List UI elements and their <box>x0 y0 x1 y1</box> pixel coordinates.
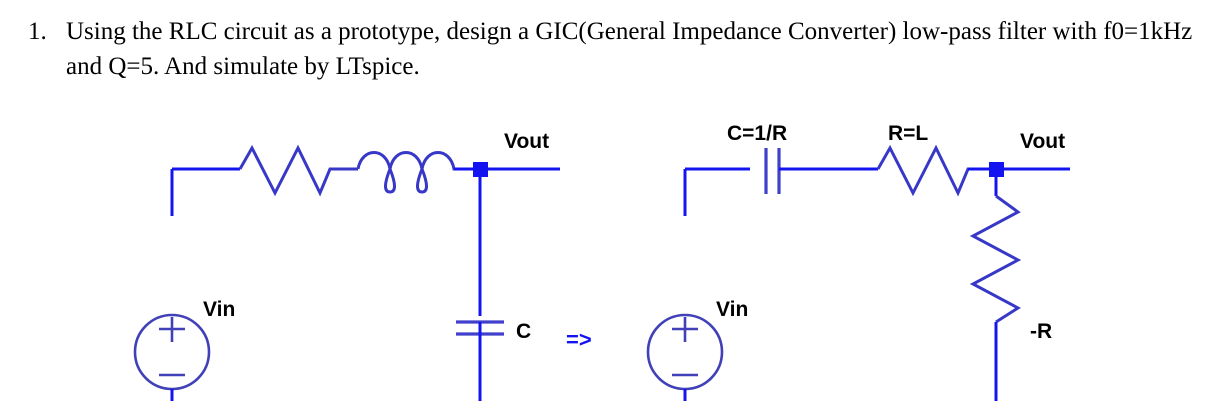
capacitor-C-equals-1-over-R <box>764 148 781 194</box>
problem-text: Using the RLC circuit as a prototype, de… <box>66 18 1193 80</box>
circuit-diagram-area: Vout C Vin <box>0 100 1212 401</box>
voltage-source-vin-right <box>646 313 724 391</box>
label-vout-left: Vout <box>504 130 549 153</box>
transform-arrow: => <box>566 327 592 352</box>
label-resistor-neg-r: -R <box>1030 320 1052 343</box>
label-capacitor-c-1-r: C=1/R <box>727 122 787 145</box>
resistor-R <box>238 144 358 197</box>
label-capacitor-C: C <box>516 320 531 343</box>
label-vin-right: Vin <box>716 298 748 321</box>
voltage-source-vin-left <box>133 313 211 391</box>
right-circuit-group: C=1/R R=L Vout -R <box>646 122 1070 401</box>
problem-statement: 1. Using the RLC circuit as a prototype,… <box>28 14 1193 84</box>
left-circuit-group: Vout C Vin <box>133 130 560 401</box>
resistor-negative-R <box>969 194 1022 324</box>
inductor-L <box>356 151 480 194</box>
problem-number: 1. <box>28 18 47 45</box>
label-resistor-r-l: R=L <box>888 122 928 145</box>
label-vout-right: Vout <box>1020 130 1065 153</box>
label-vin-left: Vin <box>203 298 235 321</box>
